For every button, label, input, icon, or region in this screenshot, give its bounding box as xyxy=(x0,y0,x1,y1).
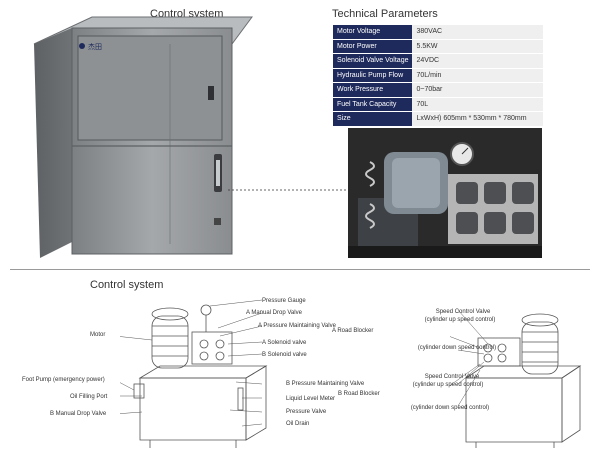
label-b-solenoid-valve: B Solenoid valve xyxy=(262,352,307,358)
param-key: Solenoid Valve Voltage xyxy=(333,53,413,69)
param-key: Work Pressure xyxy=(333,82,413,98)
label-speed-control-valve-1: Speed Control Valve xyxy=(435,309,491,315)
technical-parameters-title: Technical Parameters xyxy=(332,8,438,20)
label-b-road-blocker: B Road Blocker xyxy=(338,391,380,397)
label-pressure-gauge: Pressure Gauge xyxy=(262,298,306,304)
label-motor: Motor xyxy=(90,332,106,338)
internal-photo xyxy=(348,128,542,258)
param-key: Size xyxy=(333,111,413,127)
param-value: 24VDC xyxy=(412,53,543,69)
control-system-diagram-title: Control system xyxy=(90,279,164,291)
label-cylinder-up-1: (cylinder up speed control) xyxy=(424,317,496,323)
label-oil-filling-port: Oil Filling Port xyxy=(70,394,108,400)
param-value: 380VAC xyxy=(412,25,543,40)
brand-logo: 杰田 xyxy=(88,42,102,51)
label-b-manual-drop-valve: B Manual Drop Valve xyxy=(50,411,107,417)
label-a-pressure-maintaining-valve: A Pressure Maintaining Valve xyxy=(258,323,336,329)
label-a-manual-drop-valve: A Manual Drop Valve xyxy=(246,310,302,316)
cabinet-side xyxy=(34,28,72,258)
param-key: Hydraulic Pump Flow xyxy=(333,68,413,83)
param-value: 0~70bar xyxy=(412,82,543,98)
label-liquid-level-meter: Liquid Level Meter xyxy=(286,396,336,402)
label-cylinder-down-2: (cylinder down speed control) xyxy=(410,405,490,411)
label-b-pressure-maintaining-valve: B Pressure Maintaining Valve xyxy=(286,381,365,387)
param-value: 70L xyxy=(412,97,543,112)
param-key: Fuel Tank Capacity xyxy=(333,97,413,112)
param-value: LxWxH) 605mm * 530mm * 780mm xyxy=(412,111,543,127)
cabinet-door xyxy=(77,35,223,141)
door-lock xyxy=(208,86,214,100)
label-cylinder-down-1: (cylinder down speed control) xyxy=(417,345,497,351)
label-cylinder-up-2: (cylinder up speed control) xyxy=(412,382,484,388)
label-a-road-blocker: A Road Blocker xyxy=(332,328,374,334)
control-cabinet-image: 杰田 xyxy=(33,16,350,258)
section-divider xyxy=(10,269,590,270)
param-key: Motor Voltage xyxy=(333,25,413,40)
param-value: 5.5KW xyxy=(412,39,543,54)
label-speed-control-valve-2: Speed Control Valve xyxy=(424,374,480,380)
hydraulic-unit-back-diagram xyxy=(450,309,582,448)
param-key: Motor Power xyxy=(333,39,413,54)
label-a-solenoid-valve: A Solenoid valve xyxy=(262,340,307,346)
label-foot-pump: Foot Pump (emergency power) xyxy=(22,377,105,383)
label-pressure-valve: Pressure Valve xyxy=(286,409,327,415)
label-oil-drain: Oil Drain xyxy=(286,421,310,427)
param-value: 70L/min xyxy=(412,68,543,83)
hydraulic-unit-front-diagram xyxy=(120,299,268,448)
